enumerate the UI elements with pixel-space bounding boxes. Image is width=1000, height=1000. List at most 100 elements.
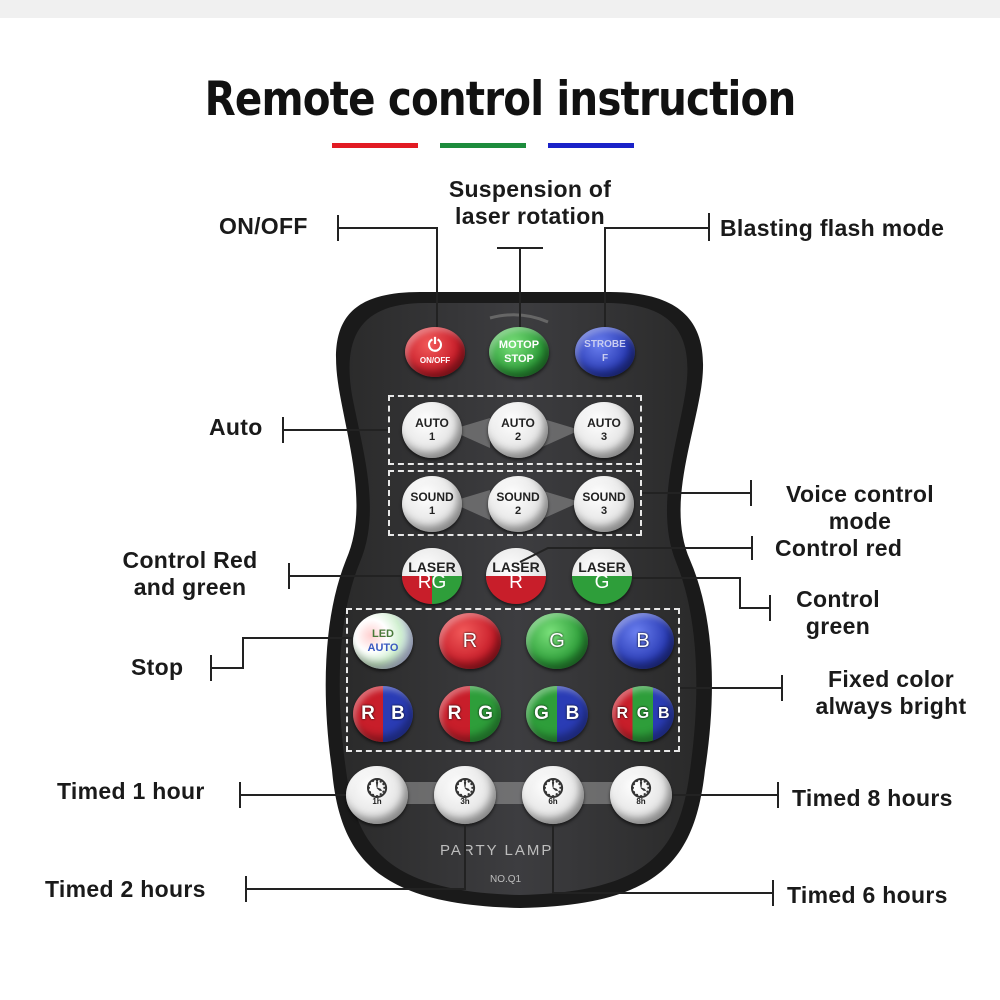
label-timed-1: Timed 1 hour (57, 778, 205, 804)
sound-bridge (540, 490, 580, 520)
color-r-label: R (462, 630, 478, 652)
sound-3-number: 3 (600, 505, 608, 517)
power-button[interactable]: ⏻ ON/OFF (405, 327, 465, 377)
callout-timed-6 (552, 824, 774, 906)
auto-1-label: AUTO (415, 416, 449, 430)
label-suspension: Suspension of laser rotation (448, 176, 612, 229)
auto-2-button[interactable]: AUTO 2 (488, 402, 548, 458)
callout-stop (210, 637, 353, 681)
timer-1h-button[interactable]: 🕓︎ 1h (346, 766, 408, 824)
auto-bridge (540, 418, 580, 448)
label-blasting: Blasting flash mode (720, 215, 945, 241)
color-rgb-label-a: R (616, 705, 628, 722)
color-g-button[interactable]: G (526, 613, 588, 669)
color-rgb-label-b: G (636, 705, 650, 722)
auto-2-label: AUTO (501, 416, 535, 430)
color-rg-label-a: R (447, 703, 462, 724)
sound-2-button[interactable]: SOUND 2 (488, 476, 548, 532)
clock-icon: 🕓︎ (454, 773, 476, 803)
color-gb-button[interactable]: G B (526, 686, 588, 742)
label-timed-6: Timed 6 hours (787, 882, 948, 908)
label-timed-8: Timed 8 hours (792, 785, 953, 811)
clock-icon: 🕓︎ (366, 773, 388, 803)
strobe-label-2: F (601, 353, 609, 364)
label-auto: Auto (209, 414, 263, 440)
auto-1-number: 1 (428, 431, 436, 443)
timer-6h-label: 6h (548, 797, 558, 806)
label-control-red-green: Control Red and green (122, 547, 258, 600)
sound-1-label: SOUND (410, 490, 454, 504)
auto-3-label: AUTO (587, 416, 621, 430)
callout-voice (642, 480, 752, 506)
auto-3-button[interactable]: AUTO 3 (574, 402, 634, 458)
power-label: ON/OFF (419, 356, 451, 365)
color-rgb-button[interactable]: R G B (612, 686, 674, 742)
label-control-red: Control red (775, 535, 903, 561)
color-gb-label-b: B (565, 703, 580, 724)
callout-timed-8 (672, 782, 779, 808)
led-label-1: LED (372, 628, 394, 640)
color-r-button[interactable]: R (439, 613, 501, 669)
color-rgb-label-c: B (657, 705, 670, 722)
color-gb-label-a: G (534, 703, 549, 724)
auto-group-frame (388, 395, 642, 465)
label-stop: Stop (131, 654, 184, 680)
accent-red (332, 143, 418, 148)
clock-icon: 🕓︎ (542, 773, 564, 803)
label-timed-2: Timed 2 hours (45, 876, 206, 902)
label-control-green: Control green (796, 586, 880, 639)
callout-auto (282, 417, 388, 443)
power-icon: ⏻ (427, 335, 443, 355)
laser-r-button[interactable]: LASER R (486, 548, 546, 604)
color-rg-button[interactable]: R G (439, 686, 501, 742)
label-voice: Voice control mode (786, 481, 934, 534)
timer-8h-button[interactable]: 🕓︎ 8h (610, 766, 672, 824)
callout-control-red (519, 536, 753, 563)
timer-3h-button[interactable]: 🕓︎ 3h (434, 766, 496, 824)
model-label: NO.Q1 (490, 874, 522, 885)
auto-bridge (450, 418, 490, 448)
color-rb-label-b: B (391, 703, 405, 724)
label-on-off: ON/OFF (219, 213, 308, 239)
sound-3-button[interactable]: SOUND 3 (574, 476, 634, 532)
strobe-label-1: STROBE (584, 339, 626, 350)
callout-fixed (680, 675, 783, 701)
color-group-frame (346, 608, 680, 752)
color-g-label: G (549, 630, 565, 652)
auto-1-button[interactable]: AUTO 1 (402, 402, 462, 458)
callout-control-green (632, 577, 771, 621)
sound-1-number: 1 (428, 505, 436, 517)
sound-group-frame (388, 470, 642, 536)
clock-icon: 🕓︎ (630, 773, 652, 803)
color-rg-label-b: G (478, 703, 493, 724)
sound-1-button[interactable]: SOUND 1 (402, 476, 462, 532)
callout-blasting (604, 213, 710, 327)
label-fixed-color: Fixed color always bright (815, 666, 967, 719)
accent-green (440, 143, 526, 148)
sound-2-number: 2 (514, 505, 522, 517)
laser-r-top: LASER (486, 548, 546, 576)
timer-3h-label: 3h (460, 797, 470, 806)
timer-6h-button[interactable]: 🕓︎ 6h (522, 766, 584, 824)
motor-label-1: MOTOP (498, 339, 540, 351)
sound-3-label: SOUND (582, 490, 626, 504)
color-rb-button[interactable]: R B (353, 686, 413, 742)
strobe-button[interactable]: STROBE F (575, 327, 635, 377)
color-b-button[interactable]: B (612, 613, 674, 669)
callout-control-rg (288, 563, 402, 589)
auto-3-number: 3 (600, 431, 608, 443)
led-auto-button[interactable]: LED AUTO (353, 613, 413, 669)
callout-onoff (337, 215, 438, 327)
callout-timed-1 (239, 782, 346, 808)
led-label-2: AUTO (367, 642, 399, 654)
motor-label-2: STOP (504, 353, 534, 365)
timer-1h-label: 1h (372, 797, 382, 806)
auto-2-number: 2 (514, 431, 522, 443)
sound-bridge (450, 490, 490, 520)
sound-2-label: SOUND (496, 490, 540, 504)
timer-8h-label: 8h (636, 797, 646, 806)
top-strip (0, 0, 1000, 18)
motor-stop-button[interactable]: MOTOP STOP (489, 327, 549, 377)
brand-label: PARTY LAMP (440, 842, 554, 859)
